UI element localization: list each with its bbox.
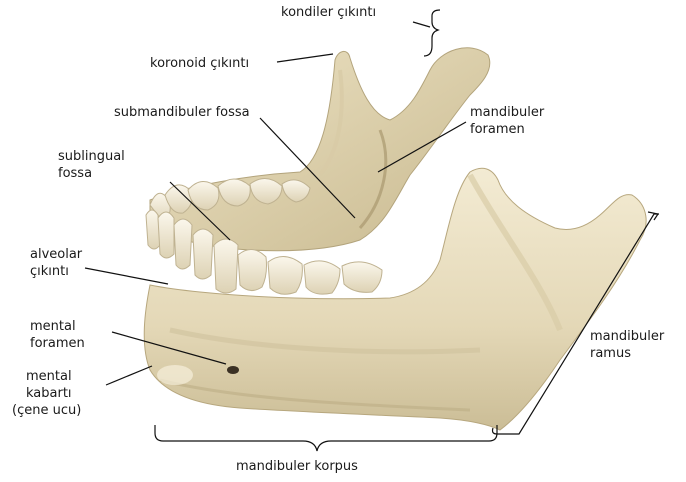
rear-mandible-half: [150, 48, 490, 251]
label-alveolar-cikinti: alveolarçıkıntı: [30, 246, 82, 280]
label-mental-foramen: mentalforamen: [30, 318, 85, 352]
label-mental-kabarti: mentalkabartı(çene ucu): [12, 368, 81, 419]
label-mandibuler-foramen: mandibulerforamen: [470, 104, 544, 138]
label-koronoid-cikinti: koronoid çıkıntı: [150, 55, 249, 72]
label-mandibuler-ramus: mandibulerramus: [590, 328, 664, 362]
label-sublingual-fossa: sublingualfossa: [58, 148, 125, 182]
label-mandibuler-korpus: mandibuler korpus: [236, 458, 358, 475]
label-kondiler-cikinti: kondiler çıkıntı: [281, 4, 376, 21]
label-submandibuler-fossa: submandibuler fossa: [114, 104, 250, 121]
mental-foramen-hole: [227, 366, 239, 374]
